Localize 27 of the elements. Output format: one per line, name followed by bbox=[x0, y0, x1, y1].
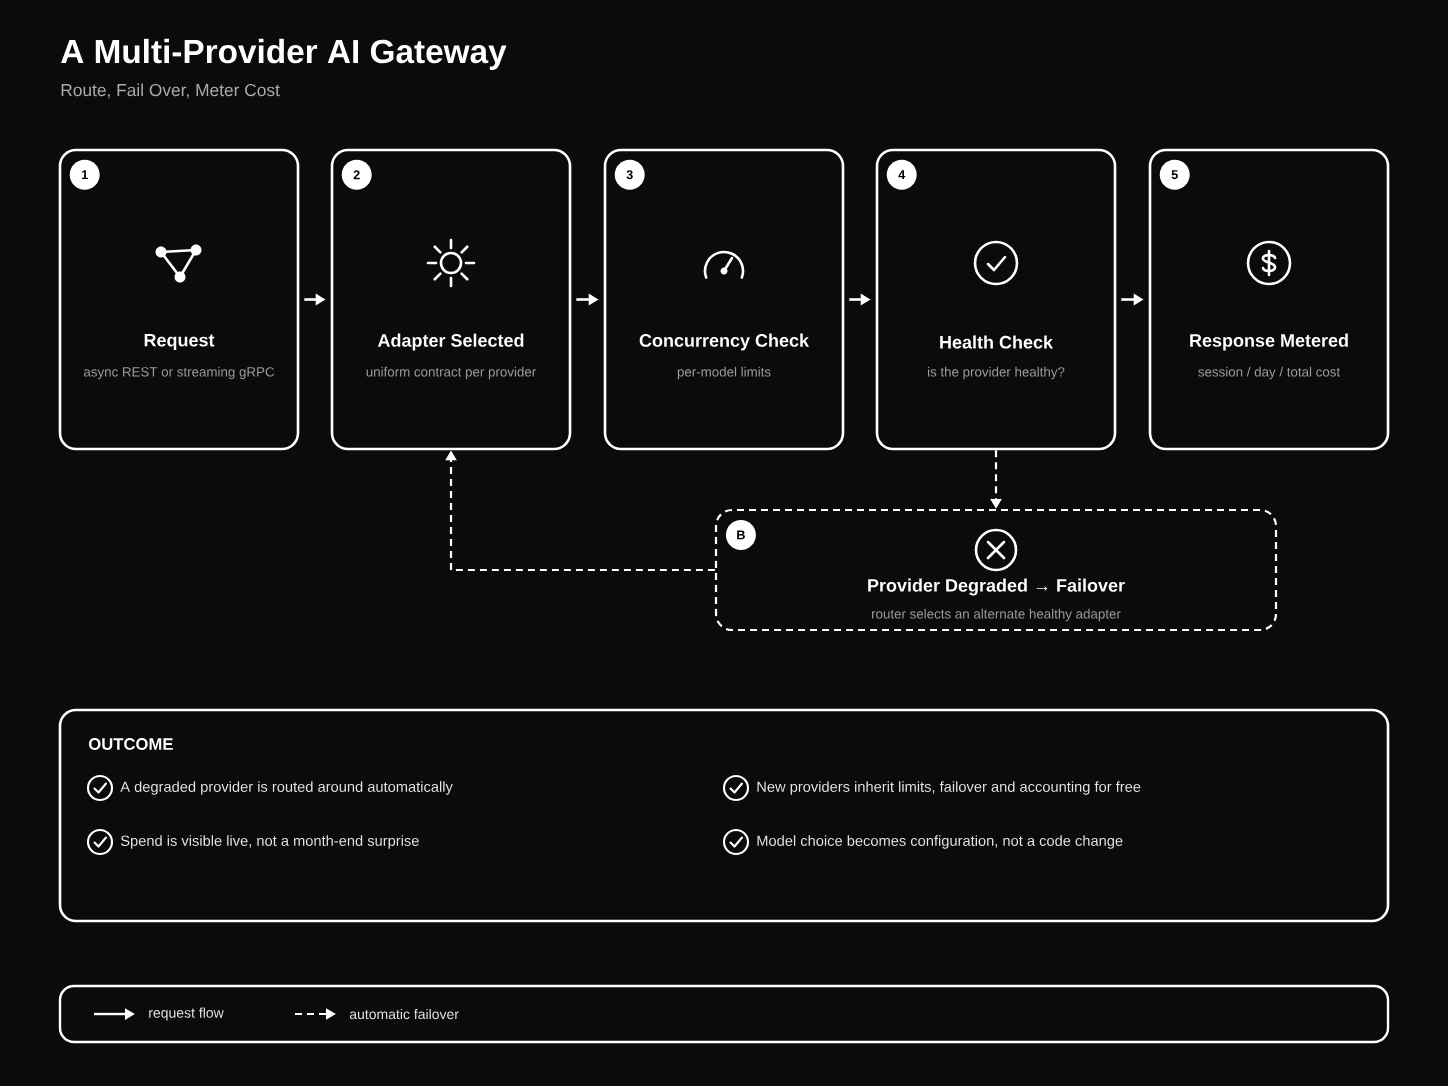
number-badge: B bbox=[725, 519, 756, 550]
legend-label: automatic failover bbox=[349, 1008, 459, 1020]
step-title: Provider Degraded → Failover bbox=[868, 578, 1125, 596]
subtitle: Route, Fail Over, Meter Cost bbox=[61, 83, 280, 99]
step-title: Adapter Selected bbox=[377, 333, 524, 351]
step-description: session / day / total cost bbox=[1198, 366, 1341, 380]
outcome-item: Spend is visible live, not a month-end surprise bbox=[120, 835, 419, 849]
legend-label: request flow bbox=[149, 1007, 224, 1021]
step-title: Concurrency Check bbox=[639, 333, 810, 351]
step-description: async REST or streaming gRPC bbox=[84, 366, 275, 380]
outcome-item: A degraded provider is routed around automatically bbox=[120, 781, 453, 795]
step-description: router selects an alternate healthy adapter bbox=[872, 608, 1121, 622]
diagram-title: A Multi-Provider AI Gateway bbox=[61, 38, 507, 70]
number-badge: 1 bbox=[69, 159, 100, 190]
step-title: Response Metered bbox=[1190, 333, 1348, 351]
step-title: Request bbox=[144, 333, 215, 351]
number-badge: 5 bbox=[1159, 159, 1190, 190]
step-description: is the provider healthy? bbox=[928, 366, 1065, 380]
number-badge: 2 bbox=[341, 159, 372, 190]
step-description: per-model limits bbox=[677, 366, 771, 380]
number-badge: 4 bbox=[886, 159, 917, 190]
step-title: Health Check bbox=[940, 335, 1054, 349]
outcome-item: New providers inherit limits, failover and accounting for free bbox=[757, 781, 1141, 795]
step-description: uniform contract per provider bbox=[366, 366, 536, 380]
outcome-item: Model choice becomes configuration, not a code change bbox=[757, 835, 1123, 849]
number-badge: 3 bbox=[614, 159, 645, 190]
section-heading: OUTCOME bbox=[88, 738, 173, 750]
